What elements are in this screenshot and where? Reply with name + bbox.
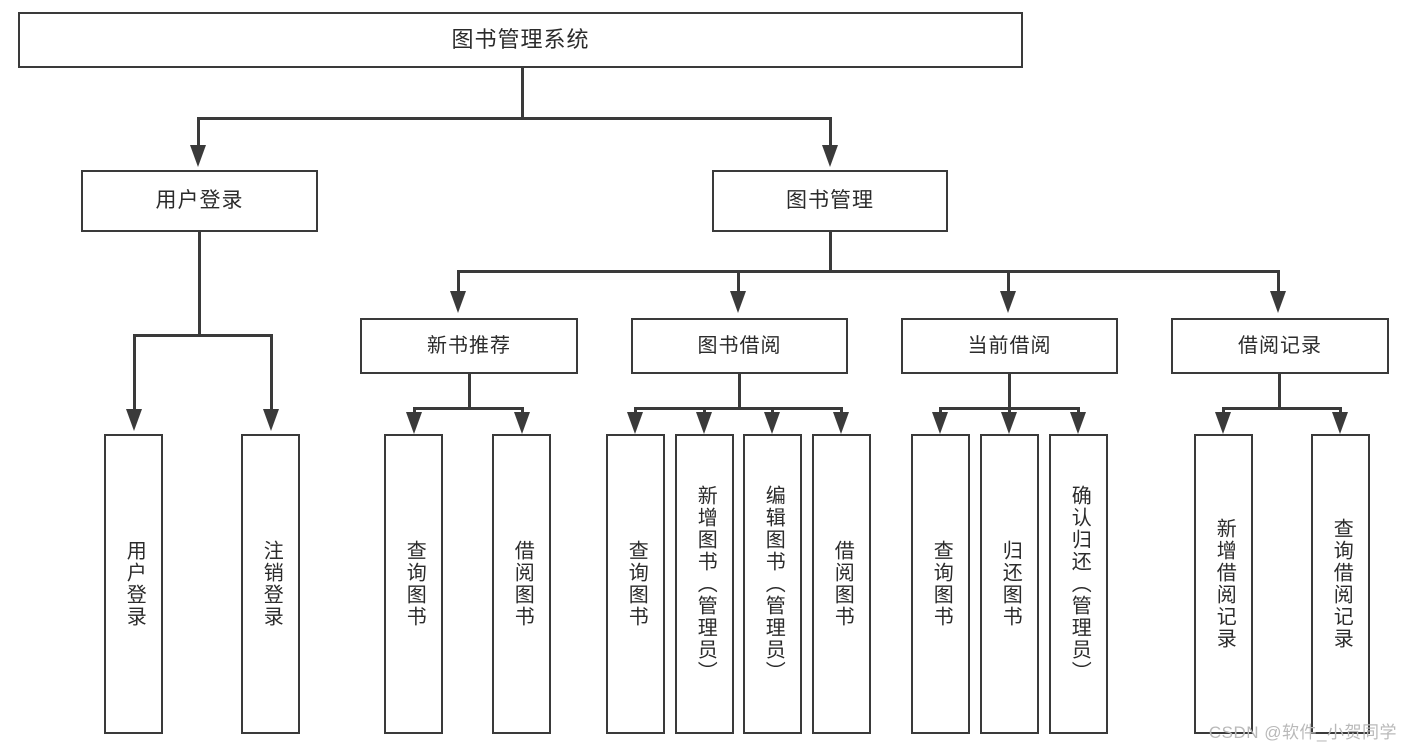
node-label: 查询图书	[930, 540, 953, 628]
connector-root-bus	[198, 117, 832, 120]
arrow-cb-to-leaf-2	[1070, 412, 1086, 434]
node-current-borrow[interactable]: 当前借阅	[901, 318, 1118, 374]
connector-book-borrow-stem	[738, 374, 741, 409]
connector-user-login-stem	[198, 232, 201, 335]
connector-bm-to-current-borrow	[1007, 270, 1010, 292]
arrow-bb-to-leaf-0	[627, 412, 643, 434]
node-label: 用户登录	[123, 540, 146, 628]
connector-bm-to-new-book	[457, 270, 460, 292]
arrow-br-to-leaf-1	[1332, 412, 1348, 434]
leaf-confirm-return-admin[interactable]: 确认归还（管理员）	[1049, 434, 1108, 734]
arrow-root-to-user-login	[190, 145, 206, 167]
node-label: 编辑图书（管理员）	[762, 485, 785, 683]
connector-root-to-book-management	[829, 117, 832, 147]
node-book-management[interactable]: 图书管理	[712, 170, 948, 232]
connector-current-borrow-stem	[1008, 374, 1011, 409]
node-label: 图书借阅	[697, 334, 782, 357]
node-label: 查询图书	[403, 540, 426, 628]
connector-borrow-record-bus	[1223, 407, 1342, 410]
node-book-borrow[interactable]: 图书借阅	[631, 318, 848, 374]
arrow-cb-to-leaf-1	[1001, 412, 1017, 434]
arrow-cb-to-leaf-0	[932, 412, 948, 434]
leaf-logout[interactable]: 注销登录	[241, 434, 300, 734]
connector-bm-to-book-borrow	[737, 270, 740, 292]
arrow-bm-to-current-borrow	[1000, 291, 1016, 313]
node-label: 确认归还（管理员）	[1068, 485, 1091, 683]
arrow-bb-to-leaf-3	[833, 412, 849, 434]
connector-new-book-stem	[468, 374, 471, 409]
node-label: 用户登录	[155, 188, 244, 212]
leaf-edit-book-admin[interactable]: 编辑图书（管理员）	[743, 434, 802, 734]
arrow-root-to-book-management	[822, 145, 838, 167]
node-label: 借阅图书	[831, 540, 854, 628]
leaf-borrow-book-recommend[interactable]: 借阅图书	[492, 434, 551, 734]
connector-bm-to-borrow-record	[1277, 270, 1280, 292]
connector-borrow-record-stem	[1278, 374, 1281, 409]
connector-user-login-to-leaf-0	[133, 334, 136, 410]
node-label: 查询图书	[625, 540, 648, 628]
arrow-bm-to-new-book	[450, 291, 466, 313]
leaf-return-book[interactable]: 归还图书	[980, 434, 1039, 734]
arrow-bb-to-leaf-2	[764, 412, 780, 434]
node-label: 借阅图书	[511, 540, 534, 628]
node-label: 新增借阅记录	[1213, 518, 1236, 650]
node-label: 注销登录	[260, 540, 283, 628]
node-label: 新书推荐	[427, 334, 511, 357]
connector-book-management-bus	[458, 270, 1280, 273]
leaf-user-login[interactable]: 用户登录	[104, 434, 163, 734]
arrow-new-book-to-leaf-1	[514, 412, 530, 434]
arrow-new-book-to-leaf-0	[406, 412, 422, 434]
connector-new-book-bus	[414, 407, 524, 410]
connector-root-stem	[521, 68, 524, 118]
leaf-query-borrow-record[interactable]: 查询借阅记录	[1311, 434, 1370, 734]
node-label: 归还图书	[999, 540, 1022, 628]
leaf-borrow-book[interactable]: 借阅图书	[812, 434, 871, 734]
connector-book-borrow-bus	[635, 407, 843, 410]
leaf-add-borrow-record[interactable]: 新增借阅记录	[1194, 434, 1253, 734]
node-label: 图书管理	[786, 188, 874, 212]
arrow-user-login-to-leaf-0	[126, 409, 142, 431]
node-user-login[interactable]: 用户登录	[81, 170, 318, 232]
connector-book-management-stem	[829, 232, 832, 272]
node-label: 新增图书（管理员）	[694, 485, 717, 683]
csdn-watermark: CSDN @软件_小贺同学	[1208, 723, 1397, 742]
node-label: 图书管理系统	[451, 27, 590, 53]
node-new-book-recommend[interactable]: 新书推荐	[360, 318, 578, 374]
arrow-bm-to-book-borrow	[730, 291, 746, 313]
leaf-add-book-admin[interactable]: 新增图书（管理员）	[675, 434, 734, 734]
node-borrow-record[interactable]: 借阅记录	[1171, 318, 1389, 374]
arrow-bb-to-leaf-1	[696, 412, 712, 434]
connector-user-login-to-leaf-1	[270, 334, 273, 410]
arrow-user-login-to-leaf-1	[263, 409, 279, 431]
connector-root-to-user-login	[197, 117, 200, 147]
connector-user-login-bus	[134, 334, 273, 337]
arrow-br-to-leaf-0	[1215, 412, 1231, 434]
node-label: 当前借阅	[967, 334, 1052, 357]
node-label: 查询借阅记录	[1330, 518, 1353, 650]
leaf-query-book-current[interactable]: 查询图书	[911, 434, 970, 734]
node-label: 借阅记录	[1238, 334, 1322, 357]
node-root-book-management-system[interactable]: 图书管理系统	[18, 12, 1023, 68]
leaf-query-book-borrow[interactable]: 查询图书	[606, 434, 665, 734]
arrow-bm-to-borrow-record	[1270, 291, 1286, 313]
leaf-query-book-recommend[interactable]: 查询图书	[384, 434, 443, 734]
